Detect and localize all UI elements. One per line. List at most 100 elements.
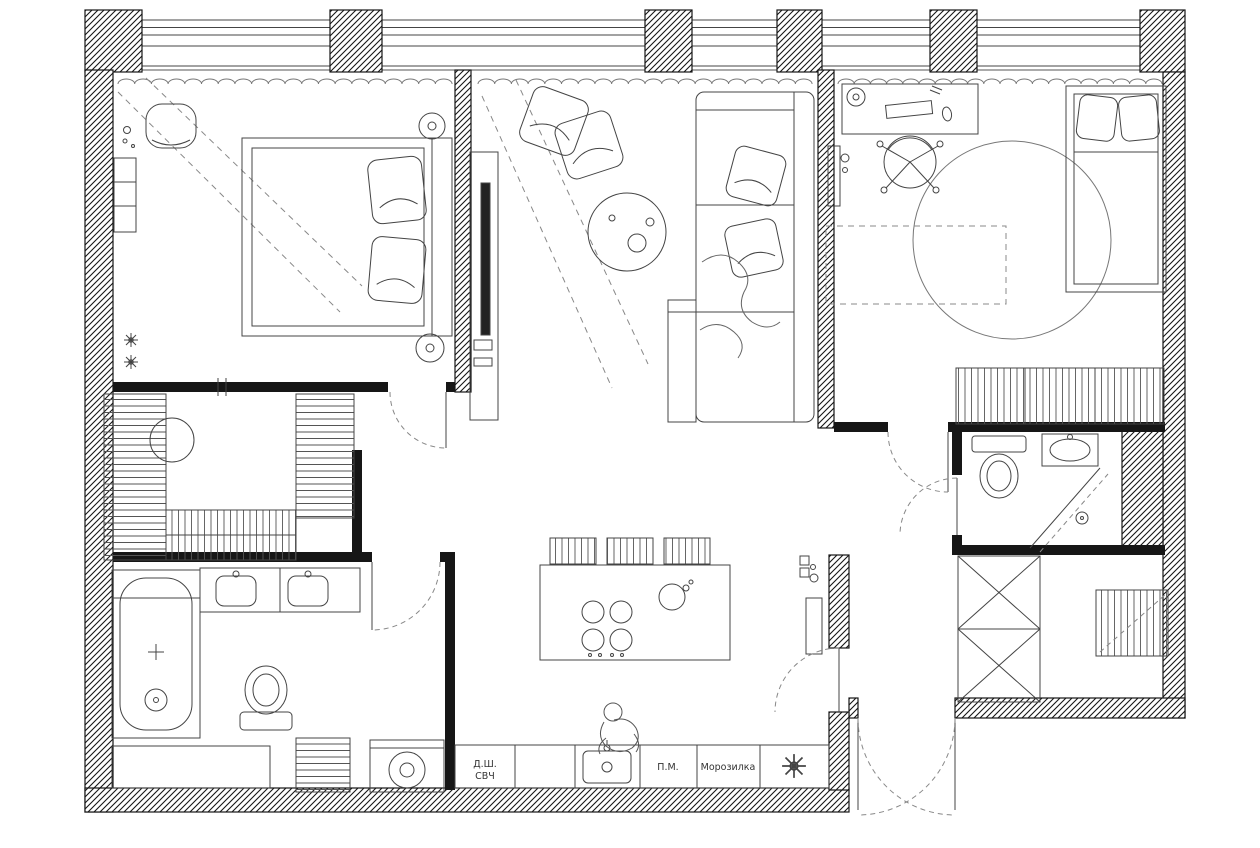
pillow [1118, 94, 1160, 142]
wall-bath2-left-a [952, 432, 962, 475]
ceiling-line [515, 79, 649, 365]
label-oven-line2: СВЧ [475, 771, 495, 782]
dresser [113, 157, 137, 233]
label-freezer: Морозилка [701, 762, 756, 773]
duct-shaft [1121, 427, 1164, 551]
ceiling-line [117, 91, 341, 313]
door-bathroom-second [899, 477, 958, 536]
door-bedroom [389, 391, 447, 449]
appliance-labels: Д.Ш. СВЧ П.М. Морозилка [473, 759, 755, 782]
sofa-pillow [725, 145, 787, 207]
radiator [827, 145, 841, 207]
wardrobe-rail-left [103, 393, 167, 561]
hallway [957, 555, 1169, 703]
wall-bedroom-bottom [113, 382, 388, 392]
throw-blanket [701, 254, 781, 328]
tv-screen [480, 182, 491, 336]
kitchen-counter [454, 740, 830, 789]
round-rug [912, 140, 1112, 340]
kitchen-island [539, 564, 731, 661]
coat-rack [1095, 589, 1169, 657]
wall-hall-upper [828, 554, 850, 649]
pillow [1075, 94, 1119, 142]
door-entry [857, 717, 956, 816]
mouse [941, 106, 953, 122]
living-room [469, 79, 823, 655]
hall-console [799, 555, 823, 655]
door-living-hall [774, 647, 840, 713]
wardrobe-rail-right [295, 393, 355, 519]
office-chair [876, 135, 944, 194]
bedroom [113, 77, 453, 396]
person-at-sink [598, 702, 640, 755]
kitchen [454, 537, 830, 789]
wall-bedroom-bottom-b [446, 382, 455, 392]
kids-room [825, 83, 1167, 425]
stool [149, 417, 195, 463]
washing-machine [369, 739, 445, 793]
towel-radiator [295, 737, 351, 793]
nightstand-lamp [418, 112, 446, 140]
bathtub [111, 569, 201, 739]
wall-bottom [84, 787, 850, 813]
keyboard [884, 100, 934, 119]
layout-dashed-zone [825, 225, 1007, 305]
wall-pier-4 [776, 9, 823, 73]
double-bed [241, 137, 453, 337]
freezer-star-icon [781, 753, 807, 779]
shoe-cabinet [957, 555, 1041, 703]
counter-sink [582, 740, 632, 784]
wall-bath-top-a [362, 552, 372, 562]
shower [1029, 467, 1109, 553]
door-kids-room [887, 431, 949, 493]
wall-kids-bottom-b [948, 422, 1165, 432]
label-dishwasher: П.М. [657, 762, 678, 773]
exterior-walls [84, 9, 1186, 813]
label-oven-line1: Д.Ш. [473, 759, 497, 770]
pillow [367, 236, 427, 304]
floor-pillows [519, 86, 624, 180]
wall-living-kidsroom [817, 69, 835, 429]
door-bathroom-main [371, 561, 441, 631]
nightstand-lamp [415, 333, 445, 363]
bathroom-main [111, 567, 445, 793]
plant [122, 126, 135, 148]
wall-closet-right [352, 450, 362, 554]
sofa-pillow [724, 218, 784, 278]
wall-bath-right [445, 562, 455, 790]
wall-bath2-bottom [952, 545, 1165, 555]
chaise [667, 299, 697, 423]
bar-stool [606, 537, 654, 565]
bar-stool [663, 537, 711, 565]
wall-hung-toilet [971, 435, 1027, 499]
pillow [367, 155, 427, 225]
doors [371, 391, 958, 816]
tv-console [469, 151, 499, 421]
walk-in-closet [103, 393, 355, 561]
wall-kids-bottom-a [834, 422, 888, 432]
radiator-icon [123, 354, 139, 370]
ceiling-line [145, 77, 363, 287]
toilet [239, 665, 293, 731]
wall-entry-left [848, 697, 859, 719]
ceiling-line [481, 95, 613, 389]
wall-hall-lower [828, 711, 850, 791]
washbasin [1041, 433, 1099, 467]
window-band [113, 19, 1163, 71]
wall-pier-6 [1139, 9, 1186, 73]
kids-bed [1065, 85, 1167, 293]
vanity-double-sink [199, 567, 361, 613]
throw-blanket [699, 324, 743, 359]
radiator-icon [123, 332, 139, 348]
armchair [145, 103, 197, 149]
sofa [667, 91, 815, 423]
bathroom-second [971, 433, 1109, 553]
cabinet [111, 745, 271, 789]
cooktop [581, 600, 633, 657]
wall-entry-right [954, 697, 1186, 719]
desk-lamp [846, 87, 866, 107]
wall-pier-5 [929, 9, 978, 73]
desk [841, 83, 979, 135]
